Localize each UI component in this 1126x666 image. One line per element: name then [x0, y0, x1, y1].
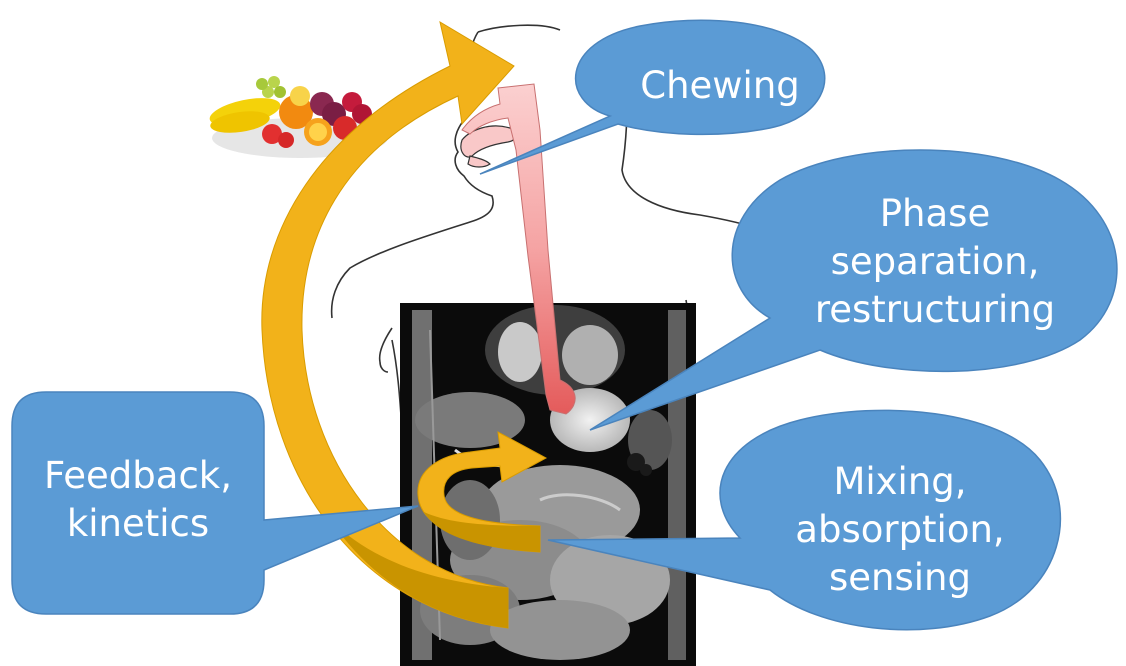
- phase-callout-bubble: [590, 150, 1117, 430]
